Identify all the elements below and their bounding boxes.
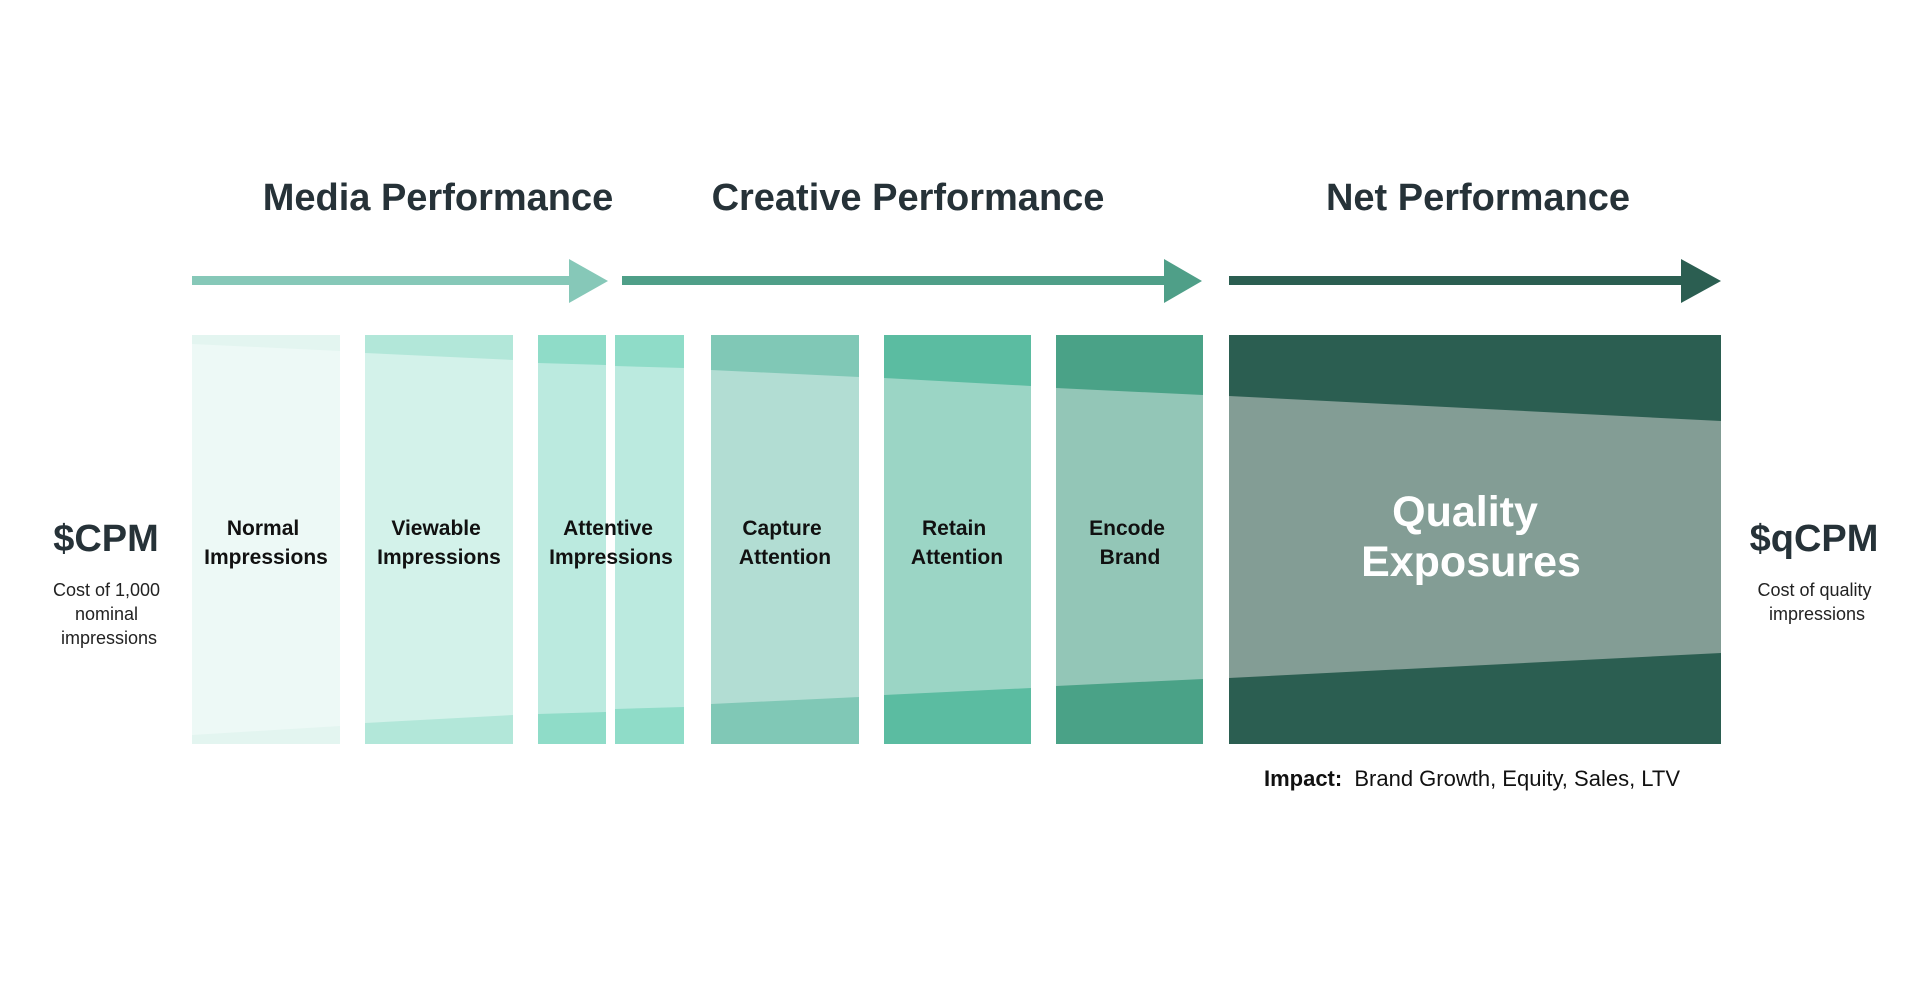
- stage-label-capture: Capture Attention: [739, 517, 831, 569]
- stage-normal-impressions: [192, 335, 340, 744]
- section-title-creative: Creative Performance: [712, 177, 1105, 219]
- impact-text: Brand Growth, Equity, Sales, LTV: [1354, 766, 1680, 791]
- stage-encode-brand: [1056, 335, 1203, 744]
- arrow-net: [1229, 259, 1721, 303]
- stage-attentive-impressions: [538, 335, 684, 744]
- right-metric-caption: Cost of quality impressions: [1757, 580, 1876, 624]
- arrow-creative: [622, 259, 1202, 303]
- stage-capture-attention: [711, 335, 859, 744]
- section-title-net: Net Performance: [1326, 177, 1630, 219]
- left-metric-caption: Cost of 1,000 nominal impressions: [53, 580, 165, 648]
- section-title-media: Media Performance: [263, 177, 614, 219]
- left-metric-title: $CPM: [53, 518, 159, 560]
- stage-label-viewable: Viewable Impressions: [377, 517, 501, 569]
- stage-quality-exposures: [1229, 335, 1721, 744]
- impact-label: Impact:: [1264, 766, 1342, 791]
- arrow-media: [192, 259, 608, 303]
- stage-label-encode: Encode Brand: [1089, 517, 1171, 569]
- stage-viewable-impressions: [365, 335, 513, 744]
- stage-label-attentive: Attentive Impressions: [549, 517, 673, 569]
- stage-label-normal: Normal Impressions: [204, 517, 328, 569]
- stage-label-retain: Retain Attention: [911, 517, 1003, 569]
- impact-line: Impact: Brand Growth, Equity, Sales, LTV: [1264, 766, 1680, 791]
- stage-retain-attention: [884, 335, 1031, 744]
- right-metric-title: $qCPM: [1750, 518, 1879, 560]
- stage-label-quality-exposures: Quality Exposures: [1361, 488, 1581, 586]
